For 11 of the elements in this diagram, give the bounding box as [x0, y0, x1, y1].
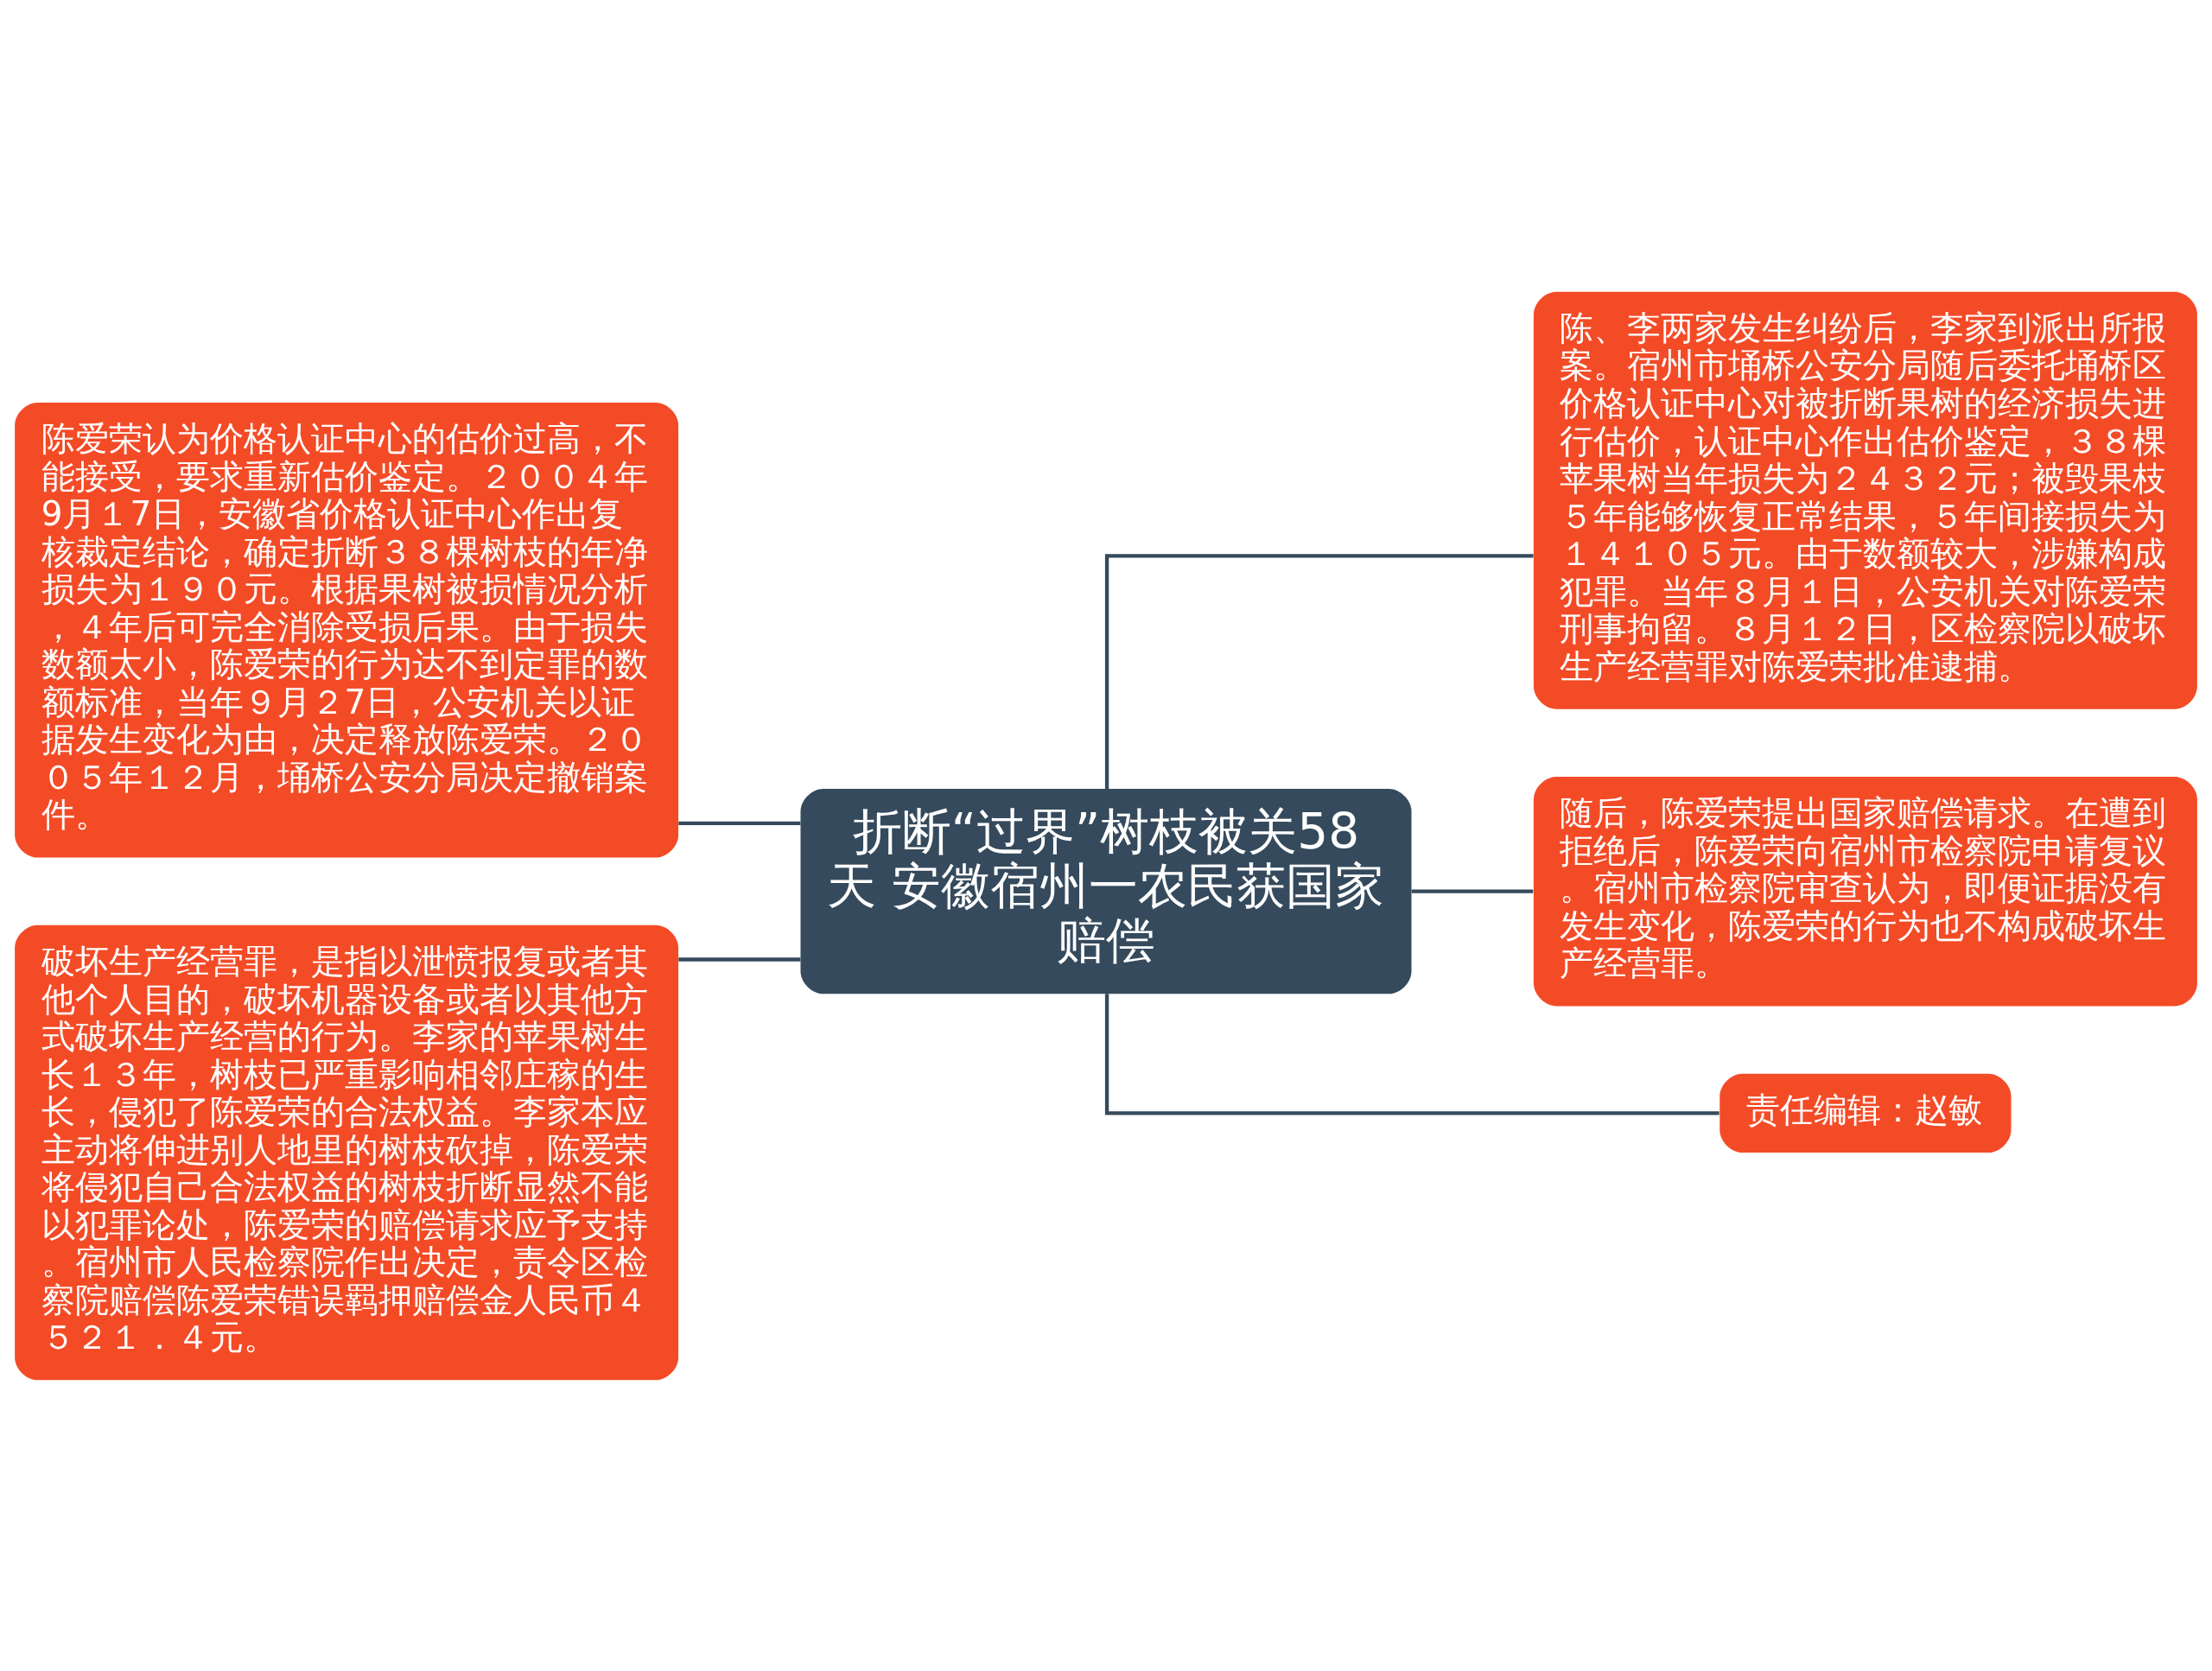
node-box: 责任编辑：赵敏 [1719, 1073, 2012, 1153]
connector [1104, 553, 1534, 789]
connector [678, 821, 801, 825]
node-box: 陈、李两家发生纠纷后，李家到派出所报案。宿州市埇桥公安分局随后委托埇桥区价格认证中心对被折断果树的经济损失进行估价，认证中心作出估价鉴定，３８棵苹果树当年损失为２４３２元；被毁果枝５年能够恢复正常结果，５年间接损失为１４１０５元。由于数额较大，涉嫌构成犯罪。当年８月１日，公安机关对陈爱荣刑事拘留。８月１２日，区检察院以破坏生产经营罪对陈爱荣批准逮捕。 [1533, 291, 2197, 709]
connector [678, 956, 801, 962]
connector [1411, 889, 1534, 893]
node-box: 陈爱荣认为价格认证中心的估价过高，不能接受，要求重新估价鉴定。２００４年9月１7日，安徽省价格认证中心作出复核裁定结论，确定折断３８棵树枝的年净损失为１９０元。根据果树被损情况分析，４年后可完全消除受损后果。由于损失数额太小，陈爱荣的行为达不到定罪的数额标准，当年９月２7日，公安机关以证据发生变化为由，决定释放陈爱荣。２００５年１２月，埇桥公安分局决定撤销案件。 [15, 402, 679, 857]
node-box: 破坏生产经营罪，是指以泄愤报复或者其他个人目的，破坏机器设备或者以其他方式破坏生产经营的行为。李家的苹果树生长１３年，树枝已严重影响相邻庄稼的生长，侵犯了陈爱荣的合法权益。李家本应主动将伸进别人地里的树枝砍掉，陈爱荣将侵犯自己合法权益的树枝折断显然不能以犯罪论处，陈爱荣的赔偿请求应予支持。宿州市人民检察院作出决定，责令区检察院赔偿陈爱荣错误羁押赔偿金人民币４５２１．４元。 [15, 924, 679, 1380]
node-box: 折断“过界”树枝被关58天 安徽宿州一农民获国家赔偿 [800, 788, 1412, 994]
connector [1104, 993, 1719, 1115]
node-box: 随后，陈爱荣提出国家赔偿请求。在遭到拒绝后，陈爱荣向宿州市检察院申请复议。宿州市检察院审查认为，即便证据没有发生变化，陈爱荣的行为也不构成破坏生产经营罪。 [1533, 776, 2197, 1006]
